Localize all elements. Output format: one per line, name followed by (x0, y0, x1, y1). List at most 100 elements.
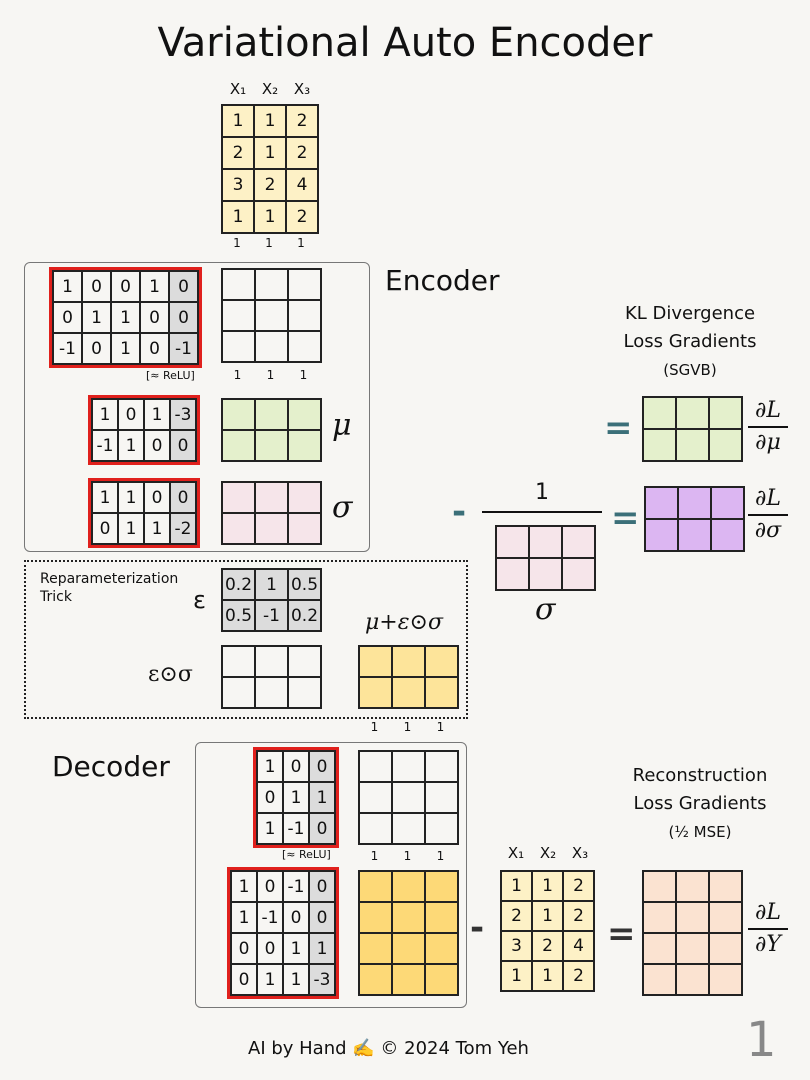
eps-sigma-label: ε⊙σ (148, 662, 193, 687)
matrix-cell: 1 (257, 964, 283, 995)
matrix-cell: 0 (309, 813, 335, 844)
kl-equals-mu: = (604, 408, 633, 448)
empty-cell (288, 399, 321, 430)
matrix-cell: 1 (92, 399, 118, 430)
empty-cell (562, 526, 595, 558)
bias-one: 1 (370, 720, 379, 734)
matrix-cell: 1 (254, 137, 286, 169)
matrix-cell: 0 (118, 399, 144, 430)
empty-cell (676, 429, 709, 461)
target-header-x2: X₂ (539, 844, 557, 862)
matrix-cell: 0.2 (222, 569, 255, 600)
matrix-cell: 0 (309, 751, 335, 782)
dL-numerator: ∂L (755, 398, 781, 423)
matrix-cell: 0 (283, 751, 309, 782)
target-headers: X₁ X₂ X₃ (500, 844, 596, 862)
empty-cell (255, 331, 288, 362)
header-x2: X₂ (261, 80, 279, 98)
sigma-denominator-matrix (495, 525, 596, 591)
reparam-line2: Trick (40, 589, 72, 605)
matrix-cell: 1 (309, 782, 335, 813)
matrix-cell: 1 (222, 201, 254, 233)
empty-cell (255, 399, 288, 430)
matrix-cell: 0 (170, 482, 196, 513)
matrix-cell: 1 (53, 271, 82, 302)
decoder-hidden (358, 750, 459, 845)
empty-cell (392, 933, 425, 964)
empty-cell (425, 646, 458, 677)
empty-cell (255, 269, 288, 300)
empty-cell (288, 300, 321, 331)
empty-cell (392, 902, 425, 933)
page-number: 1 (746, 1012, 777, 1068)
matrix-cell: 0 (257, 933, 283, 964)
kl-equals-sigma: = (611, 498, 640, 538)
input-headers: X₁ X₂ X₃ (222, 80, 318, 98)
empty-cell (359, 677, 392, 708)
empty-cell (288, 677, 321, 708)
matrix-cell: 0 (283, 902, 309, 933)
dmu-denominator: ∂μ (755, 430, 781, 455)
matrix-cell: 2 (532, 931, 563, 961)
empty-cell (222, 399, 255, 430)
matrix-cell: -3 (309, 964, 335, 995)
empty-cell (709, 933, 742, 964)
matrix-cell: 2 (286, 105, 318, 137)
matrix-cell: 1 (222, 105, 254, 137)
empty-cell (425, 782, 458, 813)
empty-cell (643, 429, 676, 461)
empty-cell (392, 751, 425, 782)
empty-cell (255, 300, 288, 331)
matrix-cell: 1 (144, 399, 170, 430)
empty-cell (255, 430, 288, 461)
matrix-cell: 4 (286, 169, 318, 201)
matrix-cell: 1 (118, 482, 144, 513)
empty-cell (222, 646, 255, 677)
matrix-cell: 1 (118, 430, 144, 461)
matrix-cell: 1 (144, 513, 170, 544)
page-title: Variational Auto Encoder (157, 20, 653, 66)
bias-one: 1 (233, 236, 241, 250)
bias-one: 1 (265, 236, 273, 250)
matrix-cell: 1 (231, 871, 257, 902)
fraction-bar (482, 511, 602, 513)
empty-cell (425, 933, 458, 964)
empty-cell (222, 269, 255, 300)
matrix-cell: 0 (144, 430, 170, 461)
empty-cell (643, 397, 676, 429)
latent-z-matrix (358, 645, 459, 709)
empty-cell (425, 964, 458, 995)
matrix-cell: 2 (563, 901, 594, 931)
matrix-cell: 0 (257, 871, 283, 902)
matrix-cell: 0.5 (288, 569, 321, 600)
one-over-sigma: 1 (482, 480, 602, 513)
bias-one: 1 (266, 368, 275, 382)
matrix-cell: 0 (170, 430, 196, 461)
dL-dY: ∂L ∂Y (748, 900, 788, 958)
recon-line3: (½ MSE) (668, 823, 732, 841)
matrix-cell: -2 (170, 513, 196, 544)
matrix-cell: 1 (118, 513, 144, 544)
matrix-cell: 2 (254, 169, 286, 201)
kl-minus: - (452, 492, 467, 532)
matrix-cell: -1 (169, 333, 198, 364)
matrix-cell: 2 (563, 961, 594, 991)
empty-cell (643, 964, 676, 995)
matrix-cell: 0 (92, 513, 118, 544)
target-header-x1: X₁ (507, 844, 525, 862)
kl-line1: KL Divergence (624, 303, 756, 324)
empty-cell (676, 933, 709, 964)
footer-credit: AI by Hand ✍️ © 2024 Tom Yeh (248, 1038, 529, 1059)
matrix-cell: -3 (170, 399, 196, 430)
empty-cell (709, 429, 742, 461)
empty-cell (676, 397, 709, 429)
bias-one: 1 (299, 368, 308, 382)
matrix-cell: 2 (286, 137, 318, 169)
matrix-cell: 1 (82, 302, 111, 333)
matrix-cell: -1 (283, 871, 309, 902)
empty-cell (392, 677, 425, 708)
